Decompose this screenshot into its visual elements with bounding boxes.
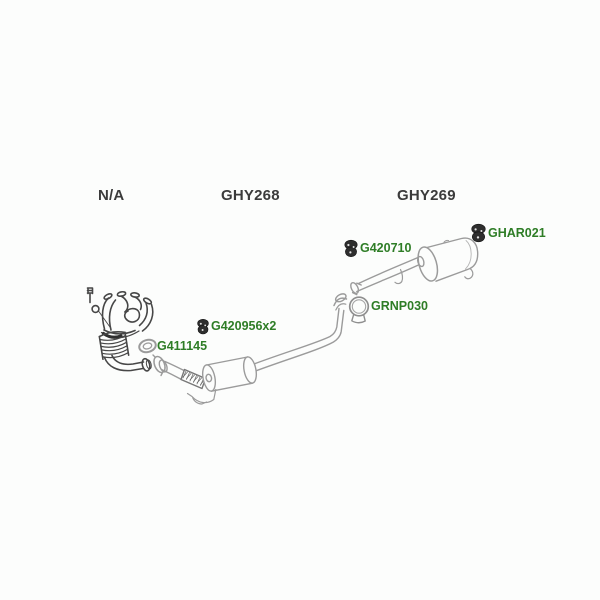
pipe-clamp-icon bbox=[348, 296, 370, 324]
group-header-na: N/A bbox=[98, 187, 125, 204]
gasket-icon bbox=[138, 338, 157, 354]
centre-pipe-silencer-drawing bbox=[152, 293, 348, 405]
rubber-mount-icon-g420710 bbox=[344, 239, 358, 258]
group-header-ghy269: GHY269 bbox=[397, 187, 456, 204]
part-code-ghar021[interactable]: GHAR021 bbox=[488, 226, 546, 240]
part-code-g411145[interactable]: G411145 bbox=[157, 339, 208, 353]
rear-silencer-drawing bbox=[350, 237, 479, 296]
stud-bolt-icon bbox=[86, 287, 94, 304]
part-code-grnp030[interactable]: GRNP030 bbox=[371, 299, 428, 313]
catalytic-converter-drawing bbox=[98, 331, 130, 361]
catalyst-outlet-pipe-drawing bbox=[103, 354, 152, 372]
group-header-ghy268: GHY268 bbox=[221, 187, 280, 204]
sensor-ring-icon bbox=[91, 304, 112, 329]
rubber-mount-icon-ghar021 bbox=[471, 223, 486, 243]
part-code-g420710[interactable]: G420710 bbox=[360, 241, 412, 255]
exhaust-manifold-drawing bbox=[100, 290, 154, 339]
part-code-g420956[interactable]: G420956x2 bbox=[211, 319, 277, 333]
rubber-mount-icon-g420956 bbox=[197, 318, 209, 335]
